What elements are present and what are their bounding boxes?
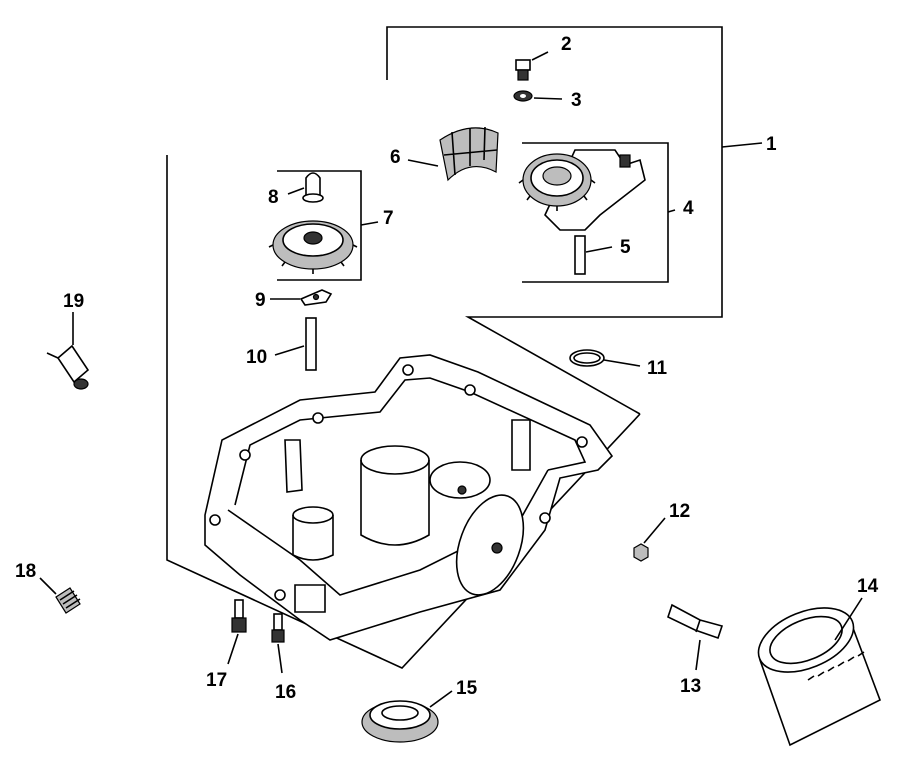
callout-11: 11 bbox=[647, 358, 668, 379]
governor-gear-icon bbox=[268, 220, 358, 274]
callout-18: 18 bbox=[15, 561, 36, 582]
bracket-part-4 bbox=[522, 142, 676, 283]
callout-14: 14 bbox=[857, 576, 879, 597]
callout-3: 3 bbox=[571, 90, 582, 111]
pin-icon bbox=[574, 235, 613, 275]
callout-7: 7 bbox=[383, 208, 394, 229]
callout-2: 2 bbox=[561, 34, 572, 55]
shaft-icon bbox=[274, 317, 317, 371]
stud-icon bbox=[667, 603, 724, 671]
oil-pump-gear-icon bbox=[518, 149, 646, 231]
callout-17: 17 bbox=[206, 670, 227, 691]
callout-13: 13 bbox=[680, 676, 701, 697]
bracket-part-7 bbox=[277, 170, 379, 281]
plunger-icon bbox=[287, 172, 324, 203]
callout-4: 4 bbox=[683, 198, 694, 219]
oil-filter-icon bbox=[757, 597, 882, 747]
switch-icon bbox=[46, 312, 90, 390]
o-ring-icon bbox=[569, 349, 641, 367]
screw-16-icon bbox=[271, 613, 285, 674]
screw-icon bbox=[515, 51, 549, 81]
small-washer-icon bbox=[270, 289, 333, 306]
callout-15: 15 bbox=[456, 678, 478, 699]
oil-seal-icon bbox=[361, 690, 453, 743]
callout-12: 12 bbox=[669, 501, 690, 522]
washer-icon bbox=[513, 90, 563, 102]
callout-6: 6 bbox=[390, 147, 401, 168]
screw-17-icon bbox=[227, 599, 247, 665]
callout-1: 1 bbox=[766, 134, 777, 155]
bracket-part-1 bbox=[386, 26, 763, 415]
callout-5: 5 bbox=[620, 237, 631, 258]
callout-8: 8 bbox=[268, 187, 279, 208]
callout-16: 16 bbox=[275, 682, 296, 703]
callout-10: 10 bbox=[246, 347, 267, 368]
callout-19: 19 bbox=[63, 291, 84, 312]
oil-pan-icon bbox=[204, 354, 614, 641]
callout-labels: 1 2 3 4 5 6 7 8 9 10 11 12 13 14 15 16 1… bbox=[15, 34, 879, 703]
plug-icon bbox=[39, 577, 81, 614]
nut-icon bbox=[633, 517, 666, 562]
screen-icon bbox=[407, 126, 499, 182]
callout-9: 9 bbox=[255, 290, 266, 311]
